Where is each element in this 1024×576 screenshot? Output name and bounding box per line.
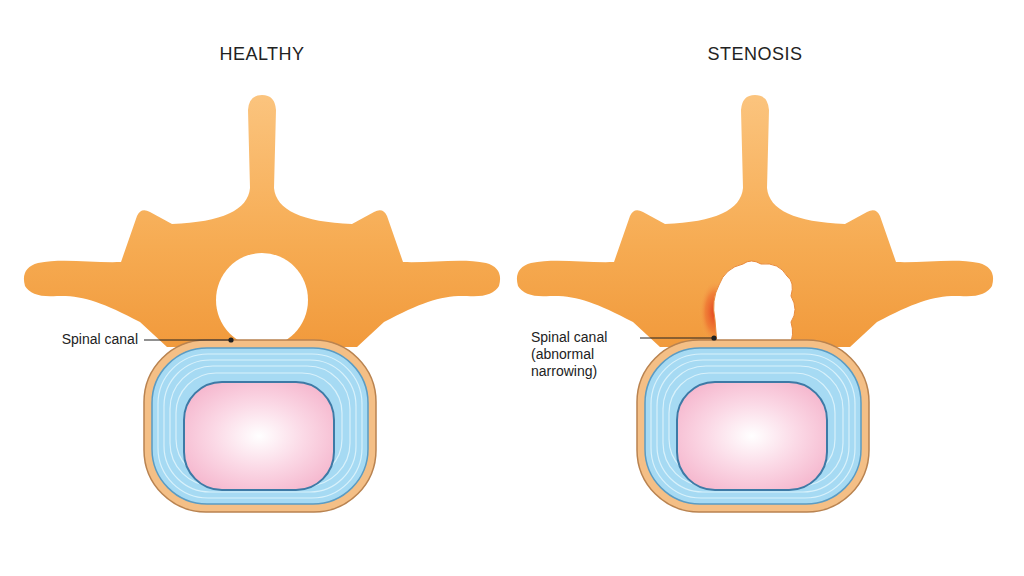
- healthy-vertebra: [24, 95, 500, 512]
- part-label-box: Spinal canal (abnormal narrowing): [531, 329, 635, 380]
- view-heading: STENOSIS: [707, 44, 802, 64]
- spinal-canal: [216, 253, 308, 347]
- leader-line: [144, 340, 230, 341]
- leader-line: [640, 338, 713, 339]
- view-heading-box: HEALTHY: [219, 44, 304, 65]
- part-label: Spinal canal: [62, 331, 138, 347]
- view-heading: HEALTHY: [219, 44, 304, 64]
- stenosis-vertebra: [517, 95, 993, 512]
- leader-dot: [711, 335, 716, 340]
- narrowed-canal: [714, 261, 795, 345]
- view-heading-box: STENOSIS: [707, 44, 802, 65]
- leader-dot: [228, 337, 233, 342]
- part-label-box: Spinal canal: [62, 331, 138, 348]
- part-label: Spinal canal (abnormal narrowing): [531, 329, 607, 379]
